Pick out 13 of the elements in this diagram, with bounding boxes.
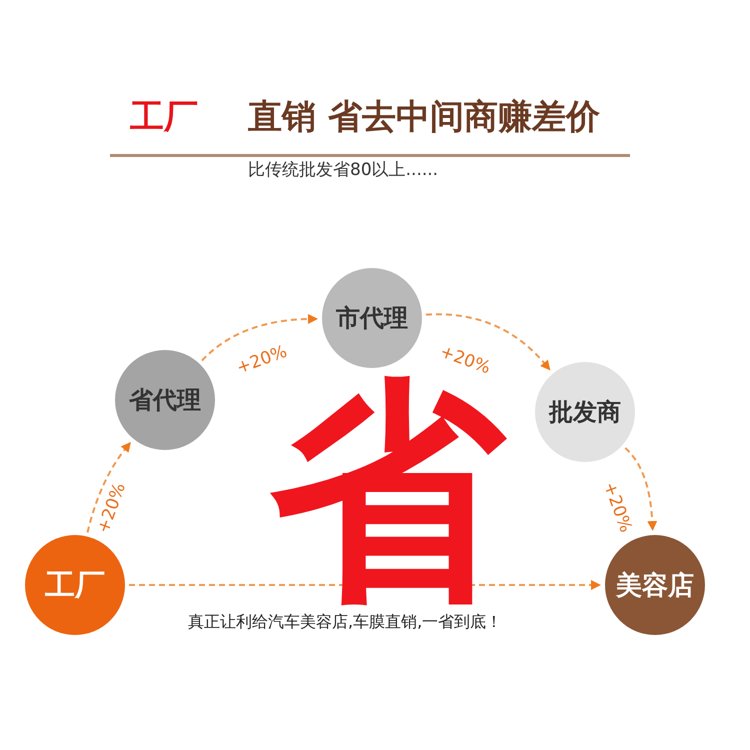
circle-node: 工厂 (25, 535, 125, 635)
arrow (129, 580, 601, 590)
circle-node: 美容店 (605, 535, 705, 635)
title-text: 工厂 (130, 100, 198, 134)
circle-node: 市代理 (322, 268, 422, 368)
arrow (201, 314, 318, 362)
title-text: 直销 省去中间商赚差价 (248, 100, 600, 134)
circle-node: 省代理 (115, 350, 215, 450)
arrow (86, 442, 131, 533)
arrow (426, 313, 551, 370)
circle-node: 批发商 (535, 362, 635, 462)
subtitle-text: 比传统批发省80以上...... (248, 162, 438, 179)
arrow (624, 447, 658, 532)
